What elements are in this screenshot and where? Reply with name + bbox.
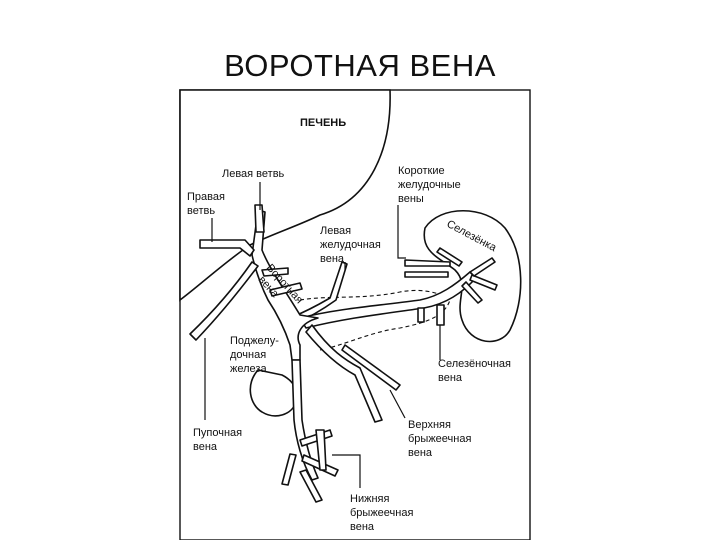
pancreas-label-2: дочная <box>230 349 266 361</box>
short-gastric-label-2: желудочные <box>398 179 461 191</box>
pancreatic-stub-1 <box>436 304 445 326</box>
leader-short-gastric <box>397 205 406 259</box>
right-branch <box>199 239 255 257</box>
inferior-mesenteric-label-2: брыжеечная <box>350 507 413 519</box>
portal-side-branch <box>269 282 303 297</box>
superior-mesenteric-label-3: вена <box>408 447 433 459</box>
cystic-branch <box>261 267 289 277</box>
left-gastric-label-3: вена <box>320 253 345 265</box>
liver-label: ПЕЧЕНЬ <box>300 117 346 129</box>
portal-vein-trunk <box>251 209 319 361</box>
umbilical-vein-label-1: Пупочная <box>193 427 242 439</box>
leader-inferior-mesenteric <box>332 454 361 488</box>
inferior-mesenteric-label-1: Нижняя <box>350 493 389 505</box>
leader-superior-mesenteric <box>389 389 406 419</box>
rectal-branch <box>315 429 327 471</box>
umbilical-branch <box>189 261 259 341</box>
inferior-mesenteric-label-3: вена <box>350 521 375 533</box>
right-branch-label-2: ветвь <box>187 205 215 217</box>
inferior-mesenteric-branches <box>281 429 339 503</box>
splenic-vein-label-1: Селезёночная <box>438 358 511 370</box>
superior-mesenteric-vein <box>305 324 383 423</box>
pancreatic-stub-2 <box>417 307 425 323</box>
pancreas-label-3: железа <box>230 363 267 375</box>
superior-mesenteric-branch <box>341 344 401 391</box>
left-gastric-label-1: Левая <box>320 225 351 237</box>
pancreas-label-1: Поджелу- <box>230 335 279 347</box>
left-gastric-label-2: желудочная <box>320 239 381 251</box>
pancreas-head-outline <box>249 369 298 417</box>
left-branch-label: Левая ветвь <box>222 168 285 180</box>
slide-title: ВОРОТНАЯ ВЕНА <box>224 48 496 83</box>
umbilical-vein-label-2: вена <box>193 441 218 453</box>
short-gastric-label-1: Короткие <box>398 165 445 177</box>
splenic-vein-label-2: вена <box>438 372 463 384</box>
short-gastric-veins <box>404 247 463 278</box>
splenic-branches <box>461 257 498 304</box>
short-gastric-label-3: вены <box>398 193 424 205</box>
superior-mesenteric-label-1: Верхняя <box>408 419 451 431</box>
superior-mesenteric-label-2: брыжеечная <box>408 433 471 445</box>
inferior-mesenteric-vein <box>291 359 319 481</box>
right-branch-label-1: Правая <box>187 191 225 203</box>
